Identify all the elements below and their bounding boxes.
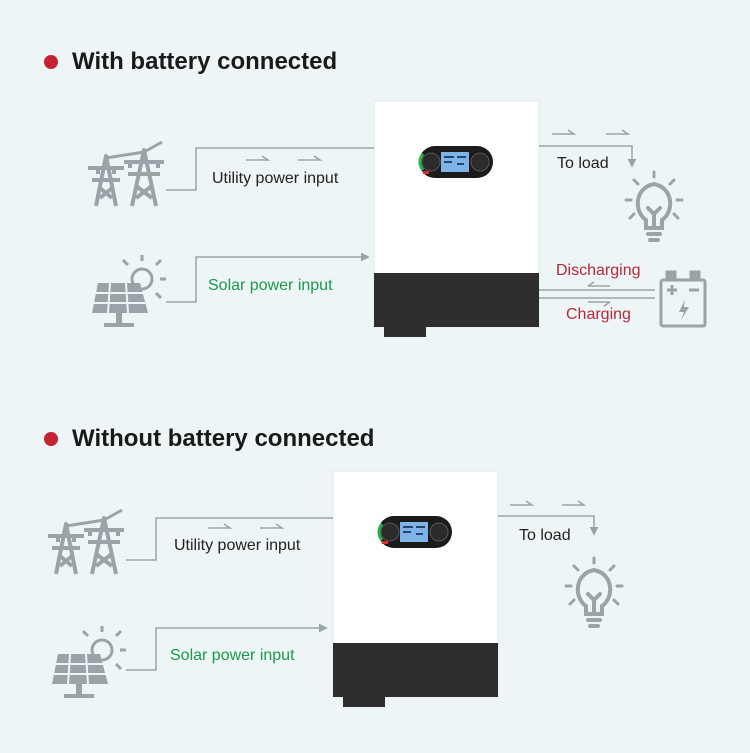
connector-lines — [166, 129, 655, 307]
bullet-dot — [44, 55, 58, 69]
light-bulb-icon — [624, 170, 684, 242]
to-load-label: To load — [519, 527, 571, 544]
connector-lines — [126, 500, 599, 671]
discharging-label: Discharging — [556, 262, 641, 279]
section-title-text: With battery connected — [72, 48, 338, 75]
section-title-with-battery: With battery connected — [44, 48, 337, 76]
utility-power-label: Utility power input — [212, 170, 339, 187]
inverter-device — [372, 99, 541, 339]
charging-label: Charging — [566, 306, 631, 323]
battery-icon — [659, 270, 707, 328]
section-title-without-battery: Without battery connected — [44, 425, 374, 453]
section-title-text: Without battery connected — [72, 425, 375, 452]
light-bulb-icon — [564, 556, 624, 628]
solar-panel-icon — [90, 253, 168, 329]
solar-power-label: Solar power input — [208, 277, 333, 294]
utility-power-label: Utility power input — [174, 537, 301, 554]
power-tower-icon — [46, 508, 126, 576]
solar-panel-icon — [50, 624, 128, 700]
bullet-dot — [44, 432, 58, 446]
inverter-device — [331, 469, 500, 709]
power-tower-icon — [86, 140, 166, 208]
solar-power-label: Solar power input — [170, 647, 295, 664]
to-load-label: To load — [557, 155, 609, 172]
